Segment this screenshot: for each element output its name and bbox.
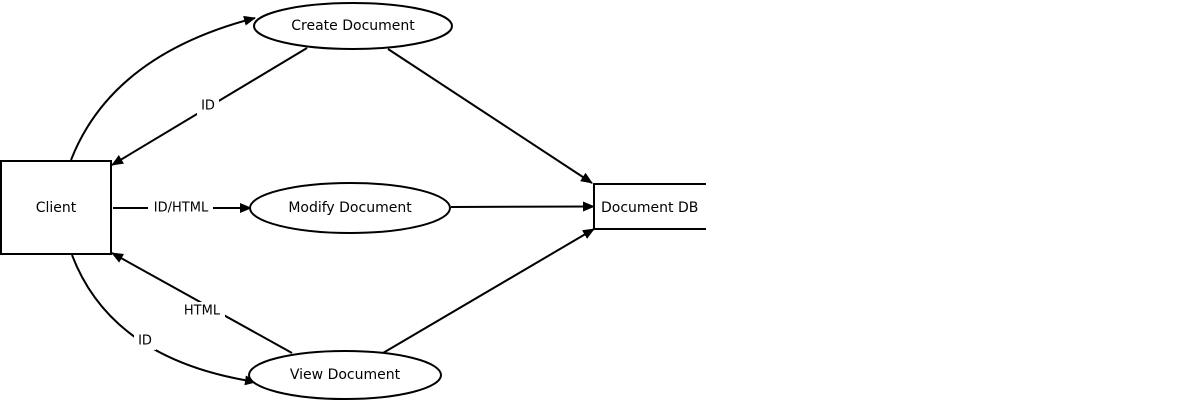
edge-label-client-to-view: ID bbox=[138, 334, 152, 349]
edge-label-view-to-client: HTML bbox=[184, 304, 221, 319]
edge-label-create-to-client: ID bbox=[201, 99, 215, 114]
modify-document-label: Modify Document bbox=[288, 200, 412, 216]
create-document-label: Create Document bbox=[291, 18, 415, 34]
edge-create-to-db bbox=[387, 48, 593, 184]
document-db-node: Document DB bbox=[593, 183, 706, 230]
modify-document-node: Modify Document bbox=[249, 182, 451, 234]
edge-label-client-to-modify: ID/HTML bbox=[154, 201, 209, 216]
edge-view-to-db bbox=[382, 228, 595, 354]
edge-client-to-create bbox=[70, 15, 256, 161]
view-document-node: View Document bbox=[248, 350, 442, 400]
client-node: Client bbox=[0, 160, 112, 255]
edge-modify-to-db bbox=[450, 201, 595, 212]
document-db-label: Document DB bbox=[601, 200, 698, 216]
create-document-node: Create Document bbox=[253, 2, 453, 50]
view-document-label: View Document bbox=[290, 367, 401, 383]
client-label: Client bbox=[36, 200, 77, 216]
